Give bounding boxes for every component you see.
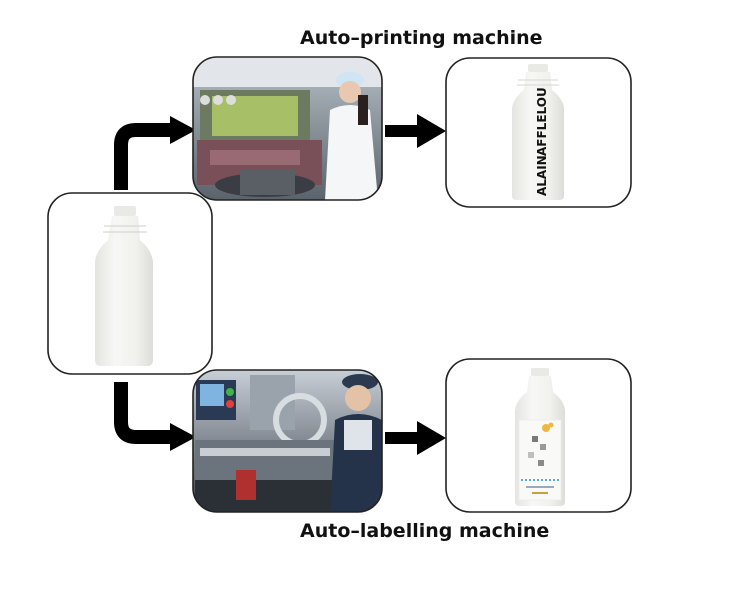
auto-labelling-title: Auto–labelling machine — [300, 520, 550, 542]
arrow-to-printing — [114, 116, 196, 190]
blank-bottle-icon — [94, 206, 154, 366]
auto-printing-title: Auto–printing machine — [300, 27, 543, 49]
labelling-machine-photo — [192, 369, 383, 513]
printed-brand-prefix: ALAIN — [535, 155, 549, 196]
labelled-bottle-box — [445, 358, 632, 513]
printing-machine-photo — [192, 56, 383, 201]
arrow-labelling-output — [385, 421, 446, 455]
printed-bottle-icon: ALAIN AFFLELOU — [511, 64, 565, 200]
arrow-to-labelling — [114, 382, 196, 451]
arrow-printing-output — [385, 114, 446, 148]
labelled-bottle-icon — [514, 368, 566, 506]
printed-brand-main: AFFLELOU — [535, 87, 549, 156]
blank-bottle-box — [47, 192, 213, 375]
printed-bottle-box: ALAIN AFFLELOU — [445, 57, 632, 208]
